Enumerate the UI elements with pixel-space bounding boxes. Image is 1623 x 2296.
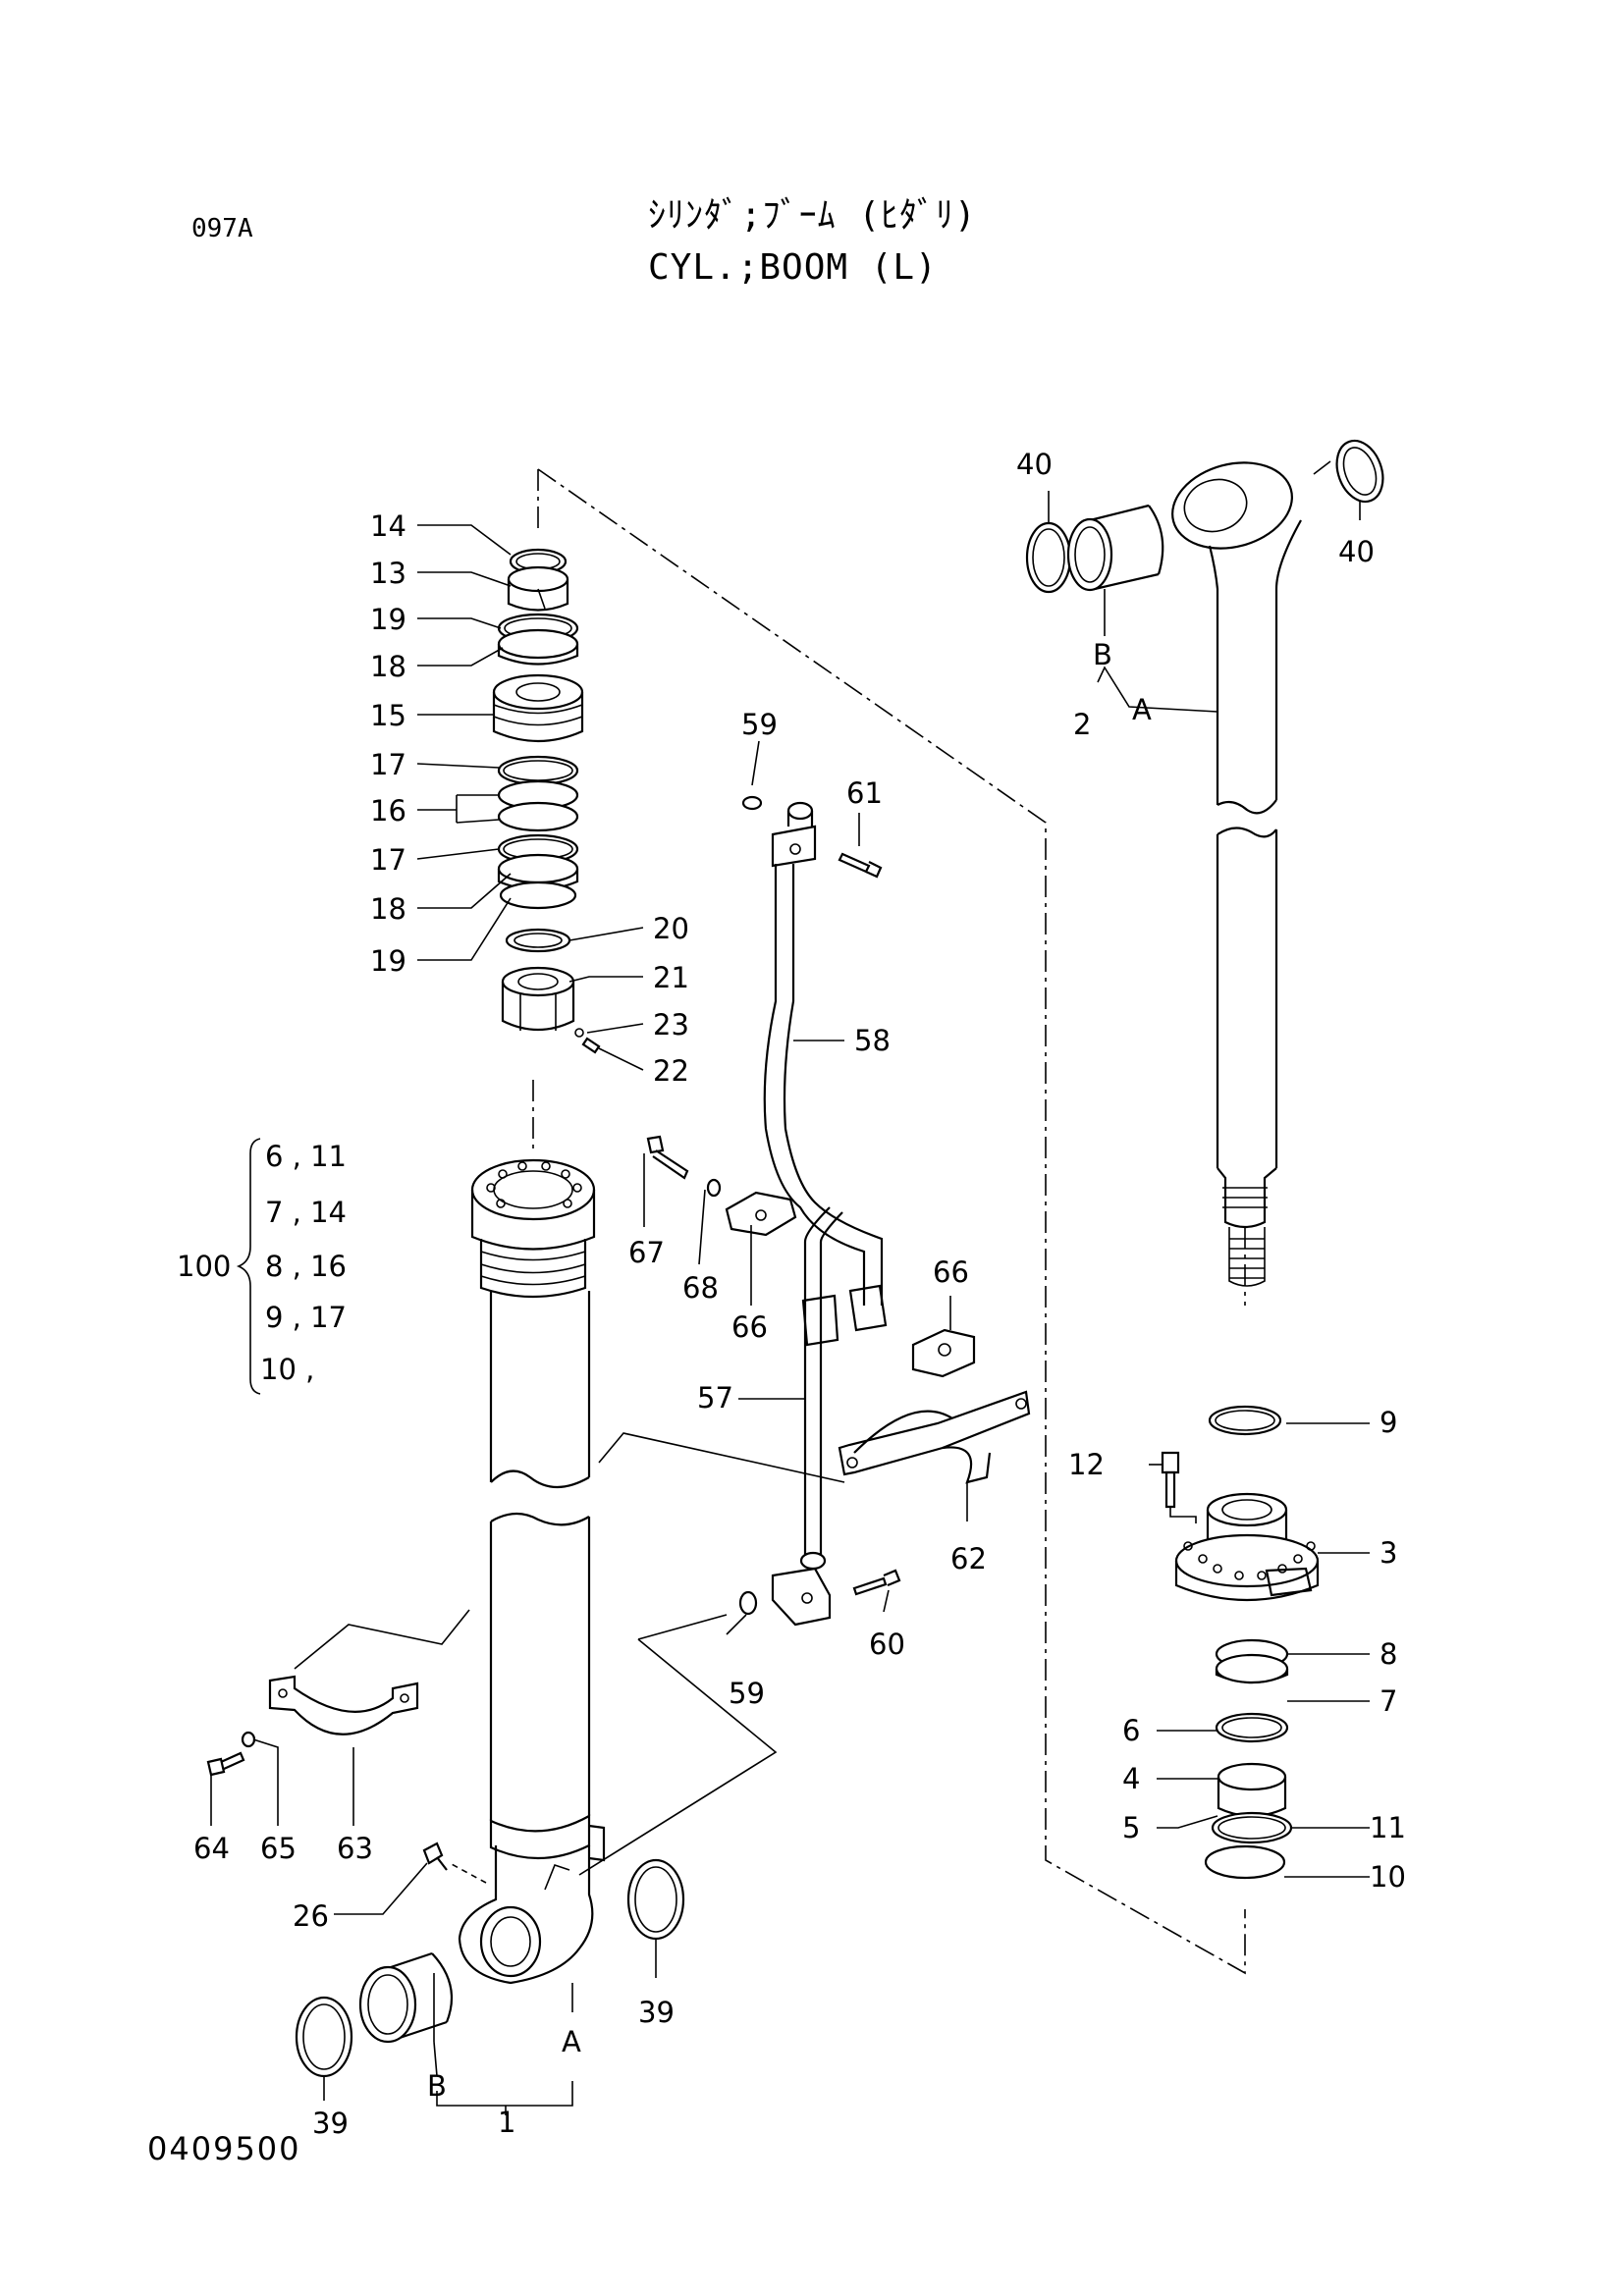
set-number-100: 100: [177, 1250, 231, 1283]
callout-39-left: 39: [312, 2107, 349, 2140]
callout-13: 13: [370, 557, 406, 590]
callout-labels: 14 13 19 18 15 17 16 17 18 19 20 21 23 2…: [193, 448, 1406, 2140]
set-row-2: 7 , 14: [265, 1196, 347, 1229]
title-english: CYL.;BOOM (L): [648, 247, 938, 288]
set-row-1: 6 , 11: [265, 1140, 347, 1173]
callout-18-lower: 18: [370, 892, 406, 926]
bushings-and-rings: [295, 439, 1384, 2078]
page-code: 097A: [191, 214, 253, 243]
cylinder-head: [1161, 1451, 1320, 1602]
callout-19-lower: 19: [370, 944, 406, 978]
callout-57: 57: [697, 1381, 733, 1415]
callout-63: 63: [337, 1832, 373, 1865]
callout-21: 21: [653, 961, 689, 994]
callout-40-right: 40: [1338, 535, 1375, 568]
callout-20: 20: [653, 912, 689, 945]
set-row-5: 10 ,: [260, 1353, 314, 1386]
callout-67: 67: [628, 1236, 665, 1269]
callout-39-right: 39: [638, 1996, 675, 2029]
callout-40-left: 40: [1016, 448, 1053, 481]
callout-19-upper: 19: [370, 603, 406, 636]
callout-16: 16: [370, 794, 406, 828]
callout-18-upper: 18: [370, 650, 406, 683]
callout-1: 1: [498, 2106, 515, 2139]
callout-A-tube: A: [562, 2025, 581, 2058]
callout-61: 61: [846, 776, 883, 810]
callout-66-right: 66: [933, 1255, 969, 1289]
callout-12: 12: [1068, 1448, 1105, 1481]
callout-A-rod: A: [1132, 693, 1152, 726]
callout-62: 62: [950, 1542, 987, 1575]
callout-17-upper: 17: [370, 748, 406, 781]
callout-14: 14: [370, 509, 406, 543]
callout-5: 5: [1122, 1811, 1140, 1844]
callout-59-upper: 59: [741, 708, 778, 741]
callout-10: 10: [1370, 1860, 1406, 1894]
drawing-number: 0409500: [147, 2130, 301, 2167]
callout-7: 7: [1380, 1684, 1397, 1718]
callout-22: 22: [653, 1054, 689, 1088]
piston-rod: [1171, 461, 1302, 1287]
seal-kit-bracket: 100 6 , 11 7 , 14 8 , 16 9 , 17 10 ,: [177, 1138, 347, 1395]
callout-B-tube: B: [427, 2069, 447, 2103]
callout-3: 3: [1380, 1536, 1397, 1570]
callout-17-lower: 17: [370, 843, 406, 877]
callout-4: 4: [1122, 1762, 1140, 1795]
piston-seal-stack: [492, 548, 601, 1054]
cylinder-tube: [458, 1158, 606, 1985]
leader-lines: [210, 460, 1370, 2115]
callout-B-rod: B: [1093, 638, 1112, 671]
callout-15: 15: [370, 699, 406, 732]
callout-66-left: 66: [731, 1310, 768, 1344]
pipes-and-clamps: [206, 795, 1031, 1871]
callout-2: 2: [1073, 708, 1091, 741]
callout-9: 9: [1380, 1406, 1397, 1439]
set-row-4: 9 , 17: [265, 1301, 347, 1334]
callout-58: 58: [854, 1024, 891, 1057]
callout-68: 68: [682, 1271, 719, 1305]
callout-64: 64: [193, 1832, 230, 1865]
callout-60: 60: [869, 1628, 905, 1661]
assembly-guide-lines: [294, 468, 1246, 1975]
callout-6: 6: [1122, 1714, 1140, 1747]
callout-11: 11: [1370, 1811, 1406, 1844]
callout-59-lower: 59: [729, 1677, 765, 1710]
callout-23: 23: [653, 1008, 689, 1041]
title-japanese: ｼﾘﾝﾀﾞ;ﾌﾞｰﾑ (ﾋﾀﾞﾘ): [648, 195, 977, 236]
set-row-3: 8 , 16: [265, 1250, 347, 1283]
callout-65: 65: [260, 1832, 297, 1865]
callout-26: 26: [293, 1899, 329, 1933]
callout-8: 8: [1380, 1637, 1397, 1671]
